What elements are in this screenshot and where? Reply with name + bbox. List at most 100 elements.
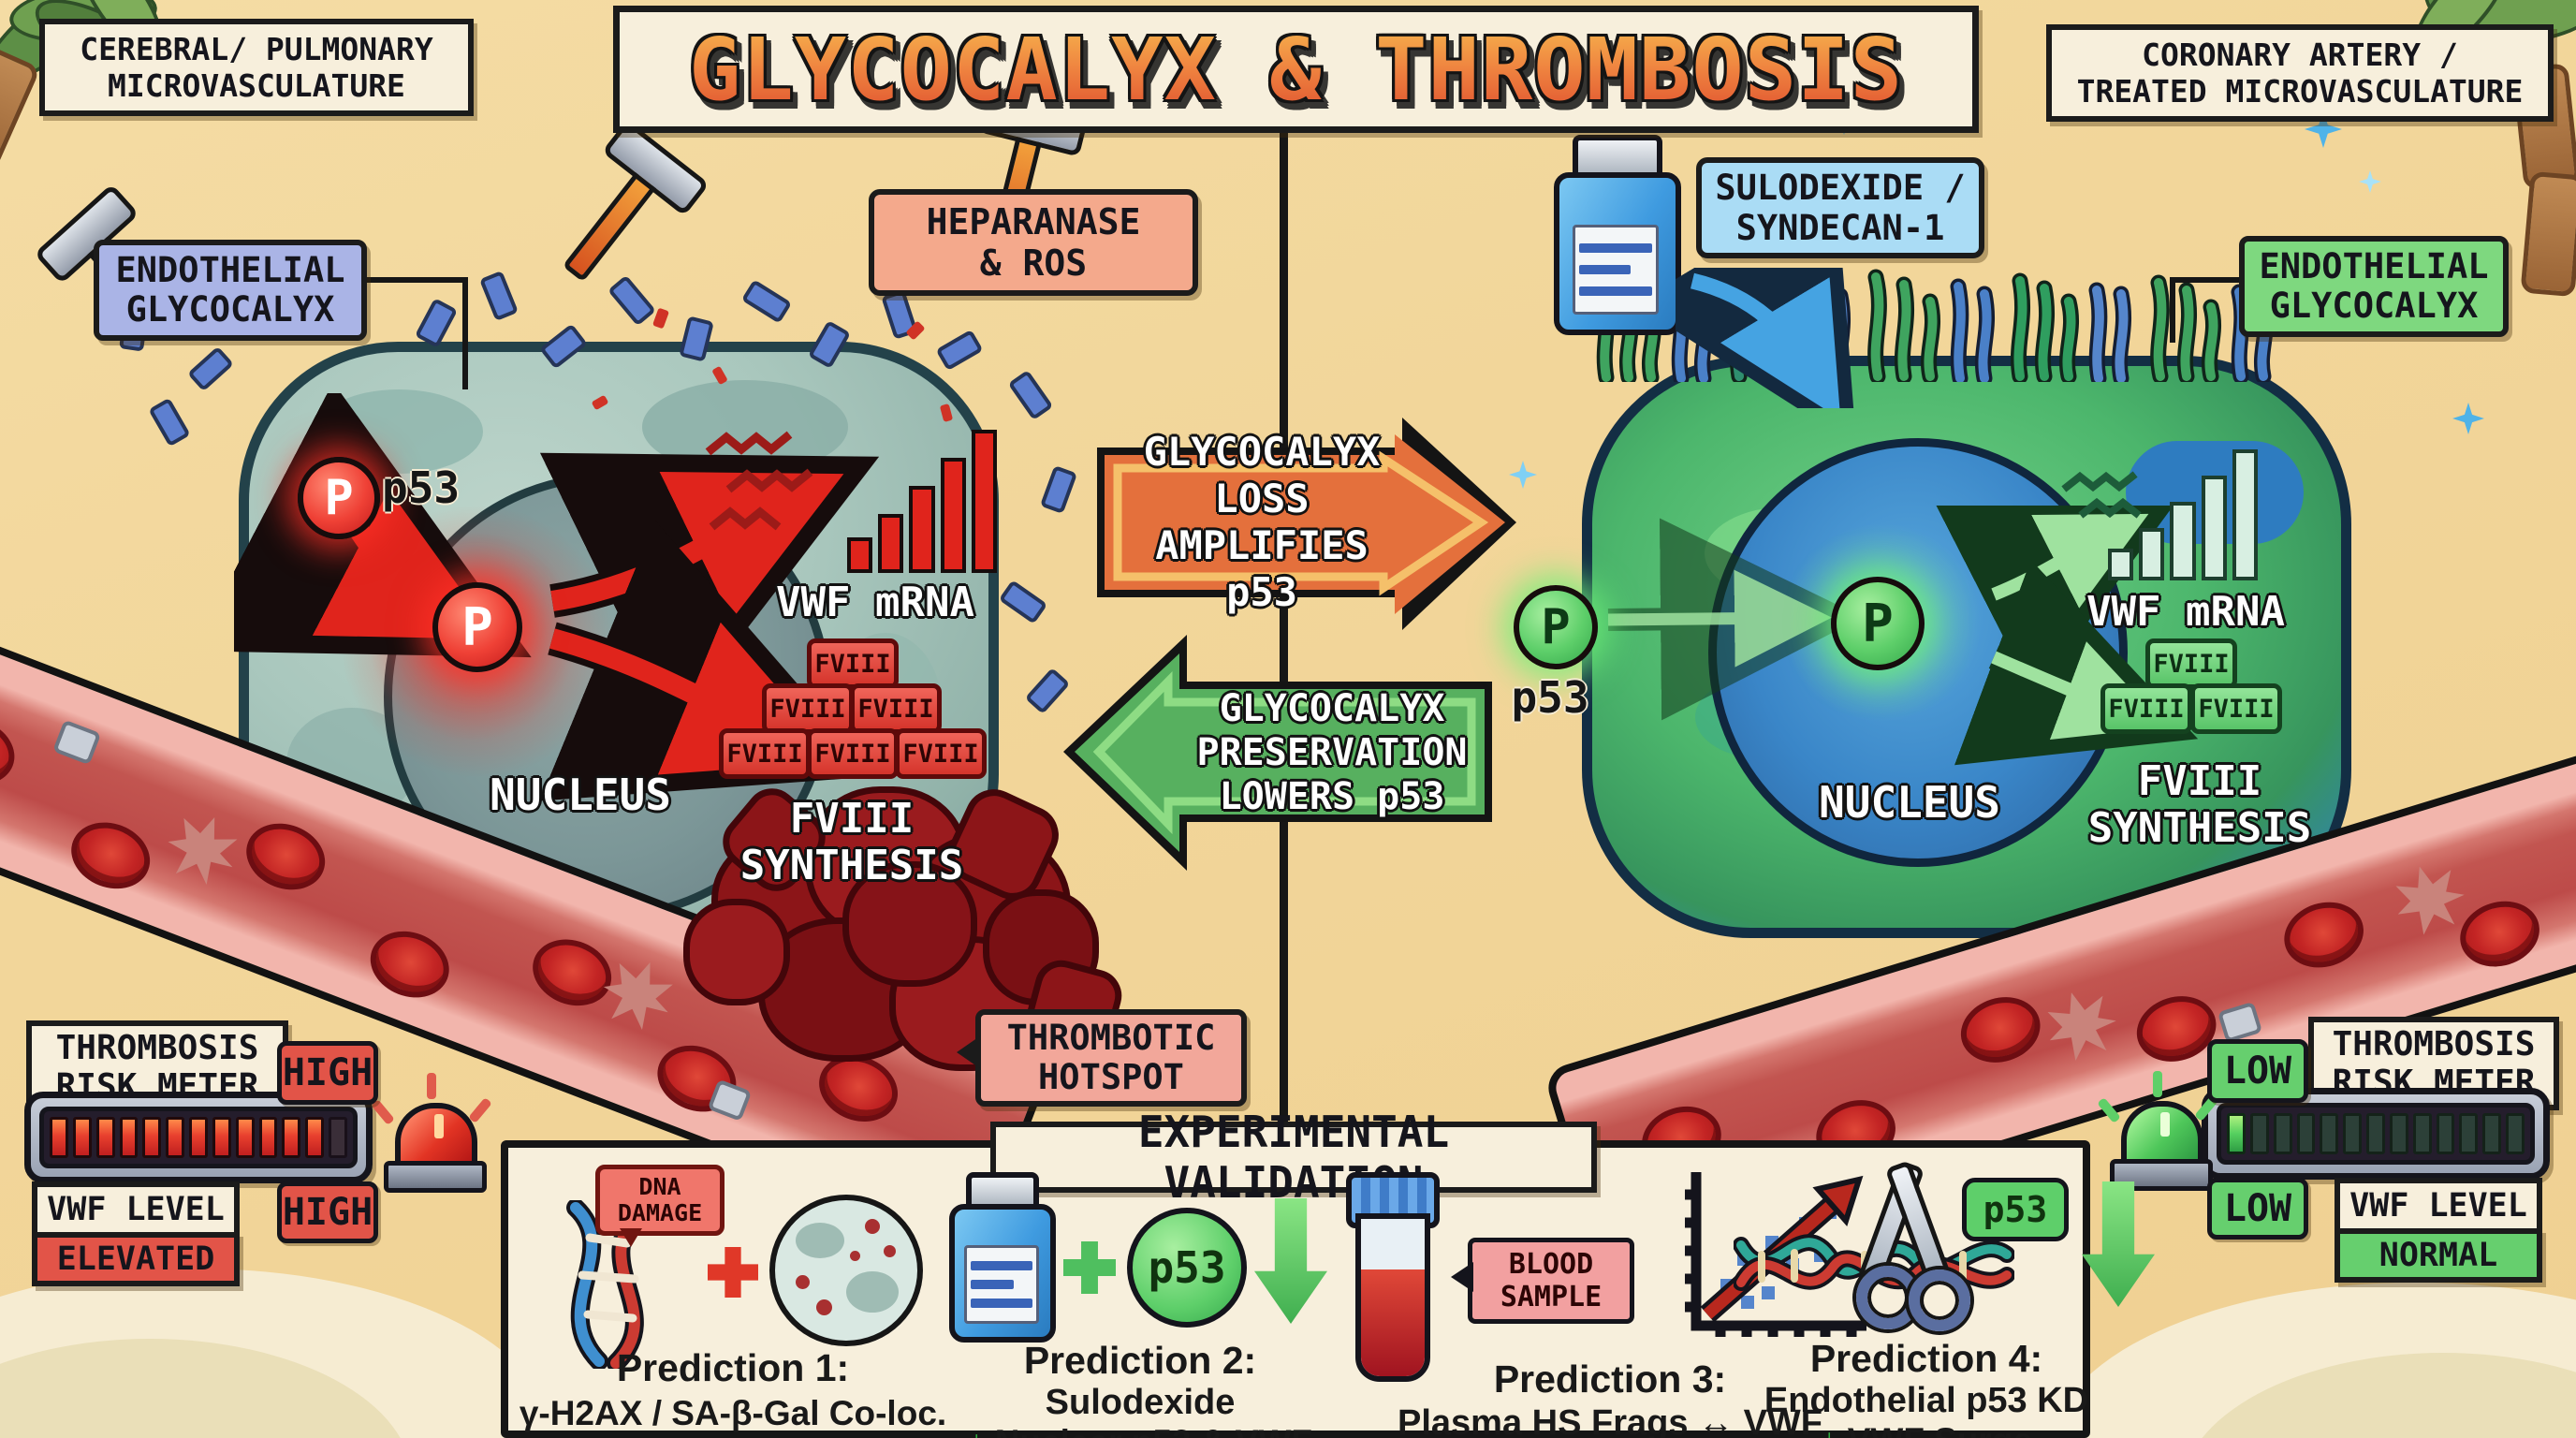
vwf-mrna-squiggles-icon (705, 431, 813, 531)
bar (878, 514, 904, 573)
prediction-title: Prediction 1: (616, 1346, 850, 1389)
blood-tube-icon (1346, 1172, 1440, 1387)
meter-segment-off (2343, 1113, 2363, 1154)
fviii-brick-label: FVIII (857, 694, 934, 724)
glycocalyx-preservation-arrow: GLYCOCALYX PRESERVATION LOWERS p53 (1056, 607, 1496, 901)
red-blood-cell (522, 928, 622, 1017)
bar (909, 486, 935, 573)
bar (2201, 476, 2227, 580)
vwf-mrna-bar-chart-icon-right (2108, 448, 2259, 580)
treatment-arrow-blue (1676, 268, 1857, 408)
scissors-icon (1839, 1160, 1970, 1331)
meter-segment-on (72, 1117, 92, 1158)
vial-label-line (1579, 265, 1631, 274)
callout-line: HEPARANASE (926, 201, 1141, 242)
prediction-line2: Endothelial p53 KD (1764, 1381, 2089, 1420)
meter-segment-off (2249, 1113, 2269, 1154)
p53-badge-cytoplasm: P (298, 457, 380, 539)
vwf-mrna-label: VWF mRNA (776, 579, 974, 626)
foci-dot (816, 1299, 832, 1315)
callout-line: GLYCOCALYX (2269, 286, 2479, 326)
prediction-2-text: Prediction 2: Sulodexide ↓ Nuclear p53 &… (944, 1339, 1337, 1438)
meter-track (39, 1107, 358, 1168)
sulodexide-callout: SULODEXIDE / SYNDECAN-1 (1696, 157, 1984, 258)
ros-spark (651, 307, 670, 330)
meter-segment-on (282, 1117, 301, 1158)
thrombosis-risk-meter-right (2202, 1088, 2550, 1180)
siren-base (384, 1161, 487, 1193)
tag-pointer (1451, 1262, 1473, 1292)
down-arrow-glyph: ↓ (968, 1423, 986, 1438)
siren-ray (371, 1099, 395, 1125)
meter-segment-off (2436, 1113, 2455, 1154)
glycocalyx-fragment (478, 270, 520, 322)
glycocalyx-fragment (1007, 369, 1054, 421)
meter-segment-on (235, 1117, 255, 1158)
glycocalyx-fragment (1039, 464, 1078, 515)
siren-ray (2153, 1071, 2162, 1097)
callout-connector (354, 277, 468, 283)
vwf-level-indicator: VWF LEVEL ELEVATED (32, 1181, 240, 1286)
alarm-siren-red (371, 1073, 504, 1193)
callout-line: SULODEXIDE / (1715, 168, 1966, 208)
fviii-brick-label: FVIII (2108, 694, 2185, 724)
heparanase-ros-callout: HEPARANASE & ROS (869, 189, 1198, 296)
prediction-title: Prediction 4: (1809, 1337, 2043, 1380)
meter-segment-off (2459, 1113, 2479, 1154)
callout-pointer (957, 1035, 981, 1069)
meter-segment-off (2412, 1113, 2432, 1154)
fviii-brick-label: FVIII (814, 739, 891, 769)
callout-line: SYNDECAN-1 (1735, 208, 1945, 248)
senescent-cell-icon (769, 1195, 923, 1346)
siren-highlight (2160, 1112, 2170, 1137)
tag-line2: SAMPLE (1500, 1281, 1603, 1313)
callout-line: GLYCOCALYX (125, 289, 335, 330)
risk-level-tag-high: HIGH (277, 1041, 378, 1105)
fviii-brick-label: FVIII (902, 739, 979, 769)
vial-label-line (1579, 286, 1652, 296)
fviii-brick-label: FVIII (814, 649, 891, 679)
endothelial-glycocalyx-callout-right: ENDOTHELIAL GLYCOCALYX (2239, 236, 2509, 337)
fviii-synthesis-line1: FVIII (789, 795, 915, 843)
foci-dot (865, 1219, 880, 1234)
debris-fragment (2217, 1001, 2263, 1043)
fviii-brick-stack-right: FVIII FVIII FVIII (2087, 638, 2331, 741)
risk-level-tag-low: LOW (2207, 1039, 2308, 1103)
bar (847, 537, 873, 573)
meter-segment-off (329, 1117, 347, 1158)
glycocalyx-fragment (740, 279, 793, 324)
fviii-brick-stack: FVIII FVIII FVIII FVIII FVIII FVIII (711, 638, 992, 788)
prediction-title: Prediction 3: (1493, 1357, 1727, 1401)
preserve-arrow-line3: LOWERS p53 (1219, 774, 1445, 818)
p53-tag-icon: p53 (1962, 1178, 2069, 1241)
prediction-detail: VWF Surge (1848, 1421, 2032, 1438)
tube-body (1355, 1213, 1430, 1382)
red-blood-cell (360, 919, 460, 1009)
thrombosis-risk-meter (24, 1092, 373, 1183)
meter-segment-off (2482, 1113, 2502, 1154)
nucleus-label: NUCLEUS (490, 770, 671, 820)
meter-segment-on (305, 1117, 325, 1158)
meter-segment-off (2296, 1113, 2316, 1154)
fviii-synthesis-line1: FVIII (2137, 757, 2262, 805)
cell-blob (846, 1271, 899, 1313)
meter-segment-on (212, 1117, 231, 1158)
bar (971, 430, 998, 573)
meter-segment-on (95, 1117, 115, 1158)
meter-segment-on (142, 1117, 162, 1158)
dna-helix-icon (566, 1200, 651, 1369)
red-blood-cell (1953, 987, 2049, 1073)
meter-track (2217, 1103, 2535, 1165)
bar (2232, 449, 2259, 580)
vwf-mrna-label-right: VWF mRNA (2086, 588, 2285, 636)
p53-badge-nucleus: P (432, 582, 522, 672)
glycocalyx-fragment (148, 397, 191, 448)
callout-connector (462, 277, 468, 389)
sulodexide-vial-small-icon (944, 1172, 1056, 1343)
bubble-tail (620, 1228, 642, 1247)
siren-highlight (434, 1114, 444, 1138)
siren-ray (468, 1097, 492, 1123)
p53-circle-icon: p53 (1127, 1208, 1247, 1328)
callout-line: ENDOTHELIAL (2259, 246, 2489, 286)
